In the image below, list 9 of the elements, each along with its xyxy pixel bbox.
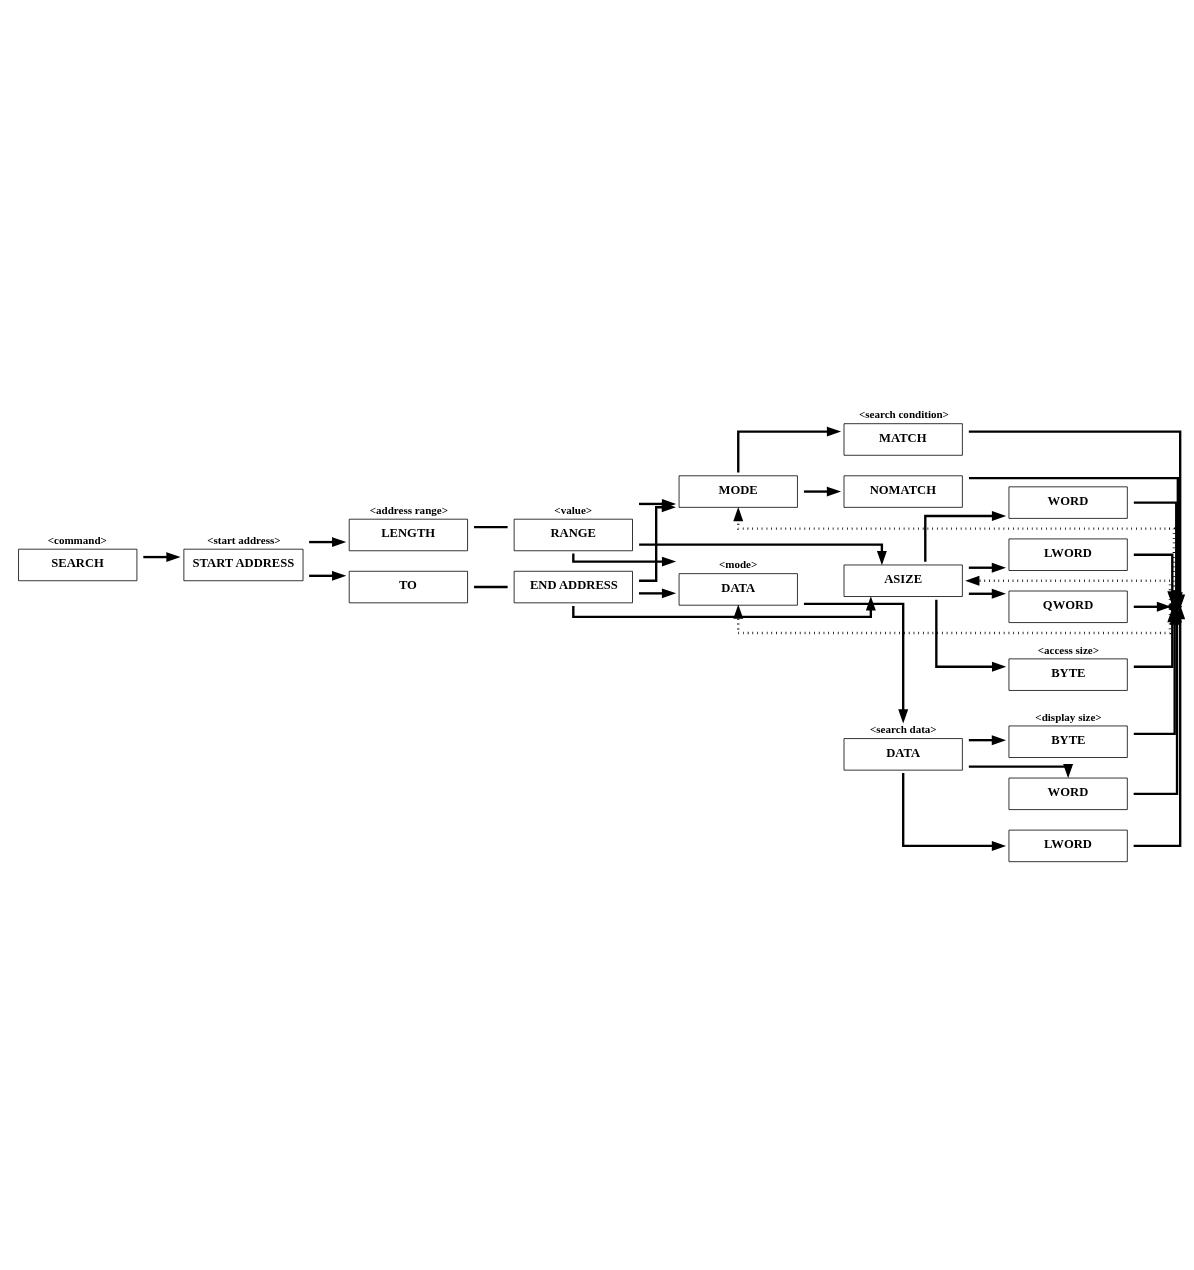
node-label: <display size> (1035, 710, 1102, 723)
node-label: <start address> (207, 533, 281, 546)
node-label: <search condition> (859, 408, 949, 421)
node-label: <mode> (718, 558, 758, 571)
node-label: <search data> (870, 723, 937, 736)
node-label: <value> (554, 503, 593, 516)
node-label: <access size> (1037, 643, 1100, 656)
node-label: <command> (47, 533, 107, 546)
node-label: <address range> (369, 503, 448, 516)
